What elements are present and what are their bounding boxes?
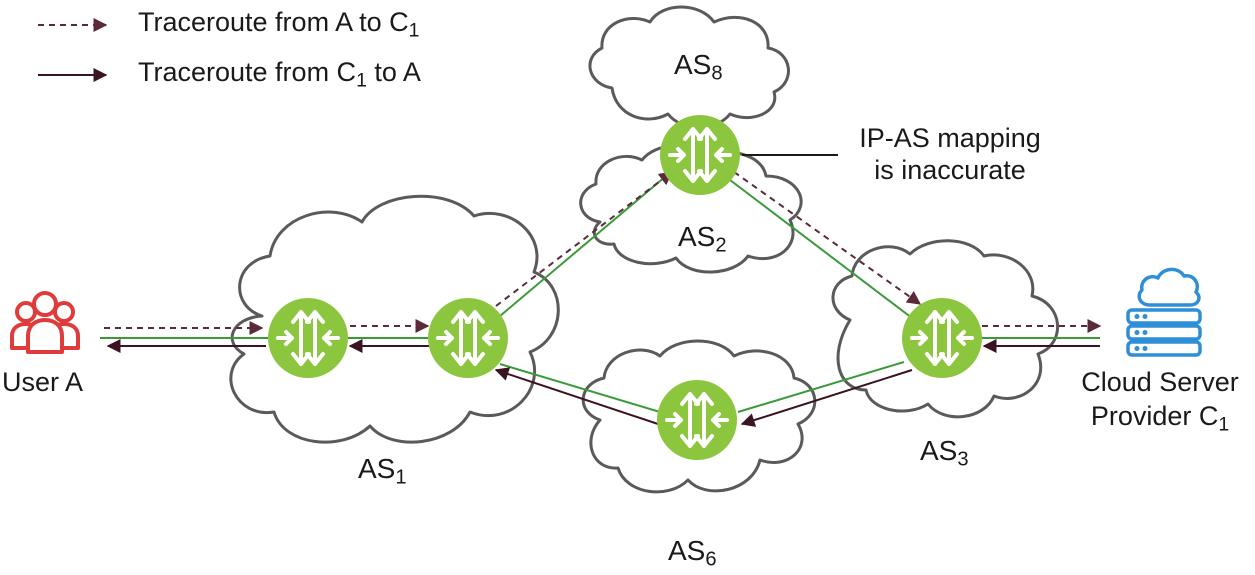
as1-cloud [229,194,560,444]
link-r2-r8 [499,175,667,317]
annotation-line2: is inaccurate [874,155,1026,186]
trace-a-to-c1-seg4 [733,171,922,305]
as2-name: AS [678,221,716,252]
cloud-provider-line1: Cloud Server [1081,367,1239,397]
cloud-provider-sub: 1 [1218,413,1230,436]
user-a-text: User A [2,367,84,397]
cloud-server-icon [1126,267,1202,357]
trace-c1-to-a-seg2 [740,369,913,427]
as2-sub: 2 [715,234,727,257]
trace-a-to-c1-seg3 [495,171,674,307]
as3-name: AS [920,435,958,466]
as1-name: AS [358,453,396,484]
cloud-provider-line2-wrap: Provider C1 [1068,401,1252,434]
as1-sub: 1 [395,466,407,489]
as6-name: AS [668,535,706,566]
user-a-label: User A [2,368,83,396]
trace-c1-to-a-seg3 [494,367,659,425]
legend-solid-prefix: Traceroute from C [138,57,357,87]
as1-label: AS1 [358,453,407,488]
cloud-provider-label: Cloud Server Provider C1 [1068,367,1252,435]
users-icon [10,291,80,354]
router-as6-icon [655,378,739,462]
as8-name: AS [674,49,712,80]
link-r6-r2 [499,363,661,413]
as6-sub: 6 [705,548,717,571]
annotation-line1: IP-AS mapping [859,123,1041,153]
as2-label: AS2 [678,221,727,256]
as8-sub: 8 [711,62,723,85]
as8-label: AS8 [674,49,723,84]
router-as1-border-icon [426,296,510,380]
as3-sub: 3 [957,448,969,471]
legend-solid-suffix: to A [366,57,421,87]
ip-as-annotation: IP-AS mapping is inaccurate [842,124,1058,185]
legend-dashed-sub: 1 [408,19,420,42]
link-r8-r3 [729,179,913,319]
legend-solid-sub: 1 [356,69,367,92]
as2-cloud [579,144,803,274]
link-r3-r6 [737,361,905,413]
legend-dashed-label: Traceroute from A to C1 [138,7,419,40]
legend-dashed-text: Traceroute from A to C [138,7,409,37]
router-as1-edge-icon [266,296,350,380]
as3-label: AS3 [920,435,969,470]
cloud-provider-line2: Provider C [1090,401,1219,432]
legend-solid-label: Traceroute from C1 to A [138,57,421,90]
as6-label: AS6 [668,535,717,570]
router-as3-icon [900,296,984,380]
router-as8-as2-icon [658,113,742,197]
